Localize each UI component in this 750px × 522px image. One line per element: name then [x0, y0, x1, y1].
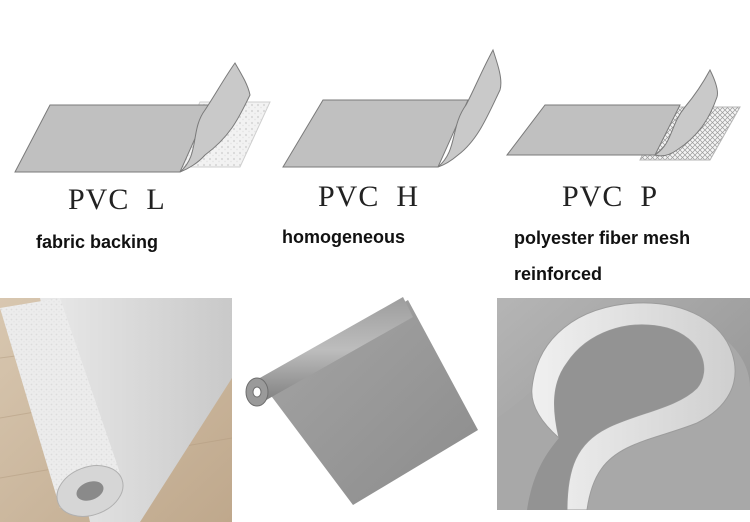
homogeneous-roll-photo [243, 295, 483, 510]
pvc-h-code: PVC H [318, 180, 420, 213]
pvc-p-code: PVC P [562, 180, 659, 213]
pvc-h-description: homogeneous [282, 227, 406, 247]
pvc-l-description: fabric backing [36, 232, 159, 252]
pvc-l-code: PVC L [68, 183, 166, 216]
pvc-p-description-line2: reinforced [514, 264, 603, 284]
pvc-l-illustration [10, 55, 280, 180]
pvc-p-description: polyester fiber mesh [514, 228, 691, 248]
pvc-p-illustration [505, 65, 745, 180]
fabric-backed-roll-photo [0, 298, 232, 522]
pvc-h-illustration [268, 45, 503, 170]
mesh-reinforced-sheet-photo [497, 298, 750, 510]
